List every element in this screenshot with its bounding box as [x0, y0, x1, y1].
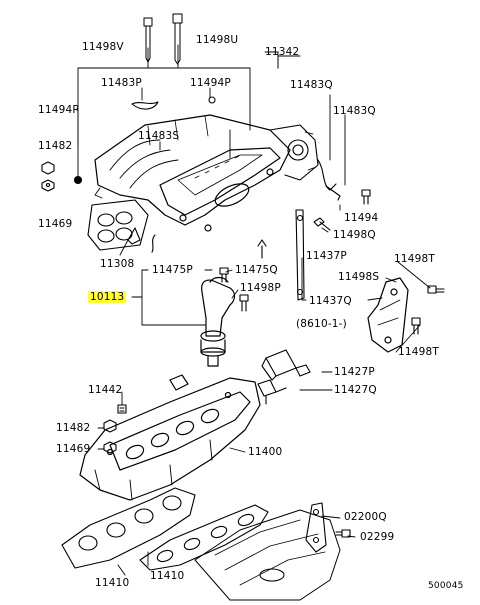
washer-11469-top	[41, 179, 55, 192]
label-11498Q: 11498Q	[333, 229, 376, 241]
label-11482-bottom: 11482	[56, 422, 91, 434]
label-10113: 10113	[88, 291, 127, 303]
bolt-02299	[335, 529, 351, 538]
label-11469-bottom: 11469	[56, 443, 91, 455]
plug-11494P-left	[73, 175, 83, 185]
label-8610-1: (8610-1-)	[296, 318, 347, 330]
label-02200Q: 02200Q	[344, 511, 387, 523]
lower-intake-manifold-11400	[79, 374, 261, 501]
bolt-11498P	[239, 294, 249, 312]
label-11342: 11342	[265, 46, 300, 58]
label-02299: 02299	[360, 531, 395, 543]
sensor-11427P	[261, 349, 311, 381]
label-11494: 11494	[344, 212, 379, 224]
label-11437Q: 11437Q	[309, 295, 352, 307]
clip-11475Q	[257, 239, 267, 259]
stay-11437P	[295, 209, 305, 301]
label-11498V: 11498V	[82, 41, 124, 53]
label-11400: 11400	[248, 446, 283, 458]
label-11475Q: 11475Q	[235, 264, 278, 276]
label-11498S: 11498S	[338, 271, 380, 283]
throttle-body-side	[269, 124, 319, 181]
clip-11483P	[131, 101, 159, 110]
label-11483Q-right: 11483Q	[333, 105, 376, 117]
gasket-11410-left	[61, 487, 196, 569]
hose-11483Q	[317, 159, 341, 201]
label-11482-top: 11482	[38, 140, 73, 152]
bracket-11437Q	[367, 277, 409, 353]
bolt-11475Q-part	[219, 267, 229, 283]
label-11498T-bottom: 11498T	[398, 346, 440, 358]
label-11494P-left: 11494P	[38, 104, 79, 116]
label-11308: 11308	[100, 258, 135, 270]
label-11483P: 11483P	[101, 77, 142, 89]
label-11410-right: 11410	[150, 570, 185, 582]
label-11498P: 11498P	[240, 282, 281, 294]
cylinder-head-outline	[194, 509, 341, 601]
label-11498T-top: 11498T	[394, 253, 436, 265]
bolt-11498Q	[313, 217, 331, 231]
label-11483Q-top: 11483Q	[290, 79, 333, 91]
label-11483S: 11483S	[138, 130, 180, 142]
gasket-11410-right	[139, 504, 269, 571]
bracket-02200Q	[305, 502, 327, 553]
diagram-id: 500045	[428, 581, 464, 591]
bolt-11494	[361, 189, 371, 205]
plug-11494P-top	[208, 96, 216, 104]
bolt-11498U	[172, 13, 183, 65]
hose-bracket-11308	[127, 227, 156, 253]
gasket-upper-manifold	[87, 199, 149, 251]
nut-11482-top	[41, 161, 55, 175]
label-11427Q: 11427Q	[334, 384, 377, 396]
label-11410-left: 11410	[95, 577, 130, 589]
label-11494P-top: 11494P	[190, 77, 231, 89]
label-11437P: 11437P	[306, 250, 347, 262]
label-11469-top: 11469	[38, 218, 73, 230]
water-outlet-10113	[200, 276, 236, 367]
label-11475P: 11475P	[152, 264, 193, 276]
upper-intake-plenum	[94, 114, 291, 232]
bolt-11498T-top	[427, 285, 445, 294]
sensor-11427Q	[257, 379, 287, 405]
label-11427P: 11427P	[334, 366, 375, 378]
label-10113-text: 10113	[88, 291, 127, 303]
nut-11482-bottom	[103, 419, 117, 433]
leader-lines	[76, 44, 431, 576]
stud-11442	[117, 404, 127, 414]
bolt-11498V	[143, 17, 153, 63]
washer-11469-bottom	[103, 441, 117, 454]
bolt-11498T-bottom	[411, 317, 421, 335]
label-11498U: 11498U	[196, 34, 239, 46]
label-11442: 11442	[88, 384, 123, 396]
